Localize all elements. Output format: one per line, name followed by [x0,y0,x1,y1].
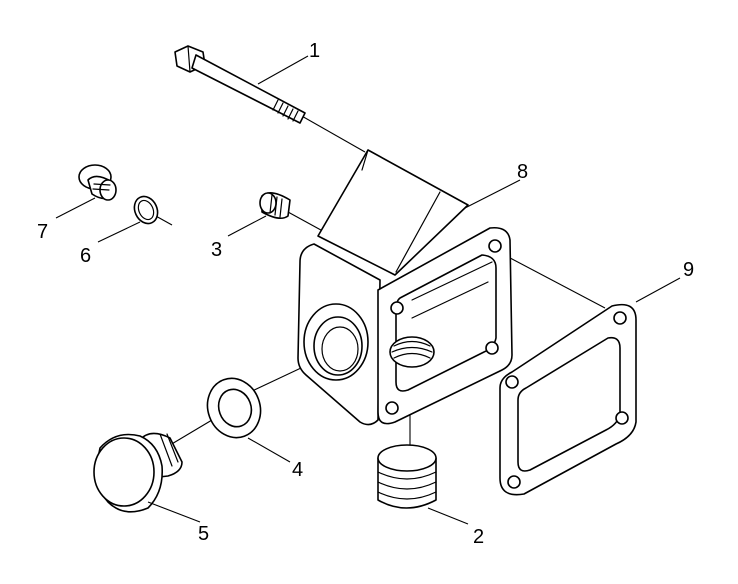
cylinder-plug [377,444,437,509]
gasket [499,303,637,496]
callout-4: 4 [292,459,303,481]
threaded-plug [259,192,291,220]
callout-9: 9 [683,259,694,281]
large-plug [93,432,183,513]
callout-7: 7 [37,221,48,243]
bolt [174,45,306,124]
callout-labels: 1 2 3 4 5 6 7 8 9 [37,40,694,548]
washer [206,377,262,439]
leader-lines [55,55,681,525]
callout-8: 8 [517,161,528,183]
o-ring [133,195,159,225]
housing [297,149,513,426]
callout-1: 1 [309,40,320,62]
small-plug [78,164,117,201]
callout-3: 3 [211,239,222,261]
callout-6: 6 [80,245,91,267]
callout-5: 5 [198,523,209,545]
callout-2: 2 [473,526,484,548]
